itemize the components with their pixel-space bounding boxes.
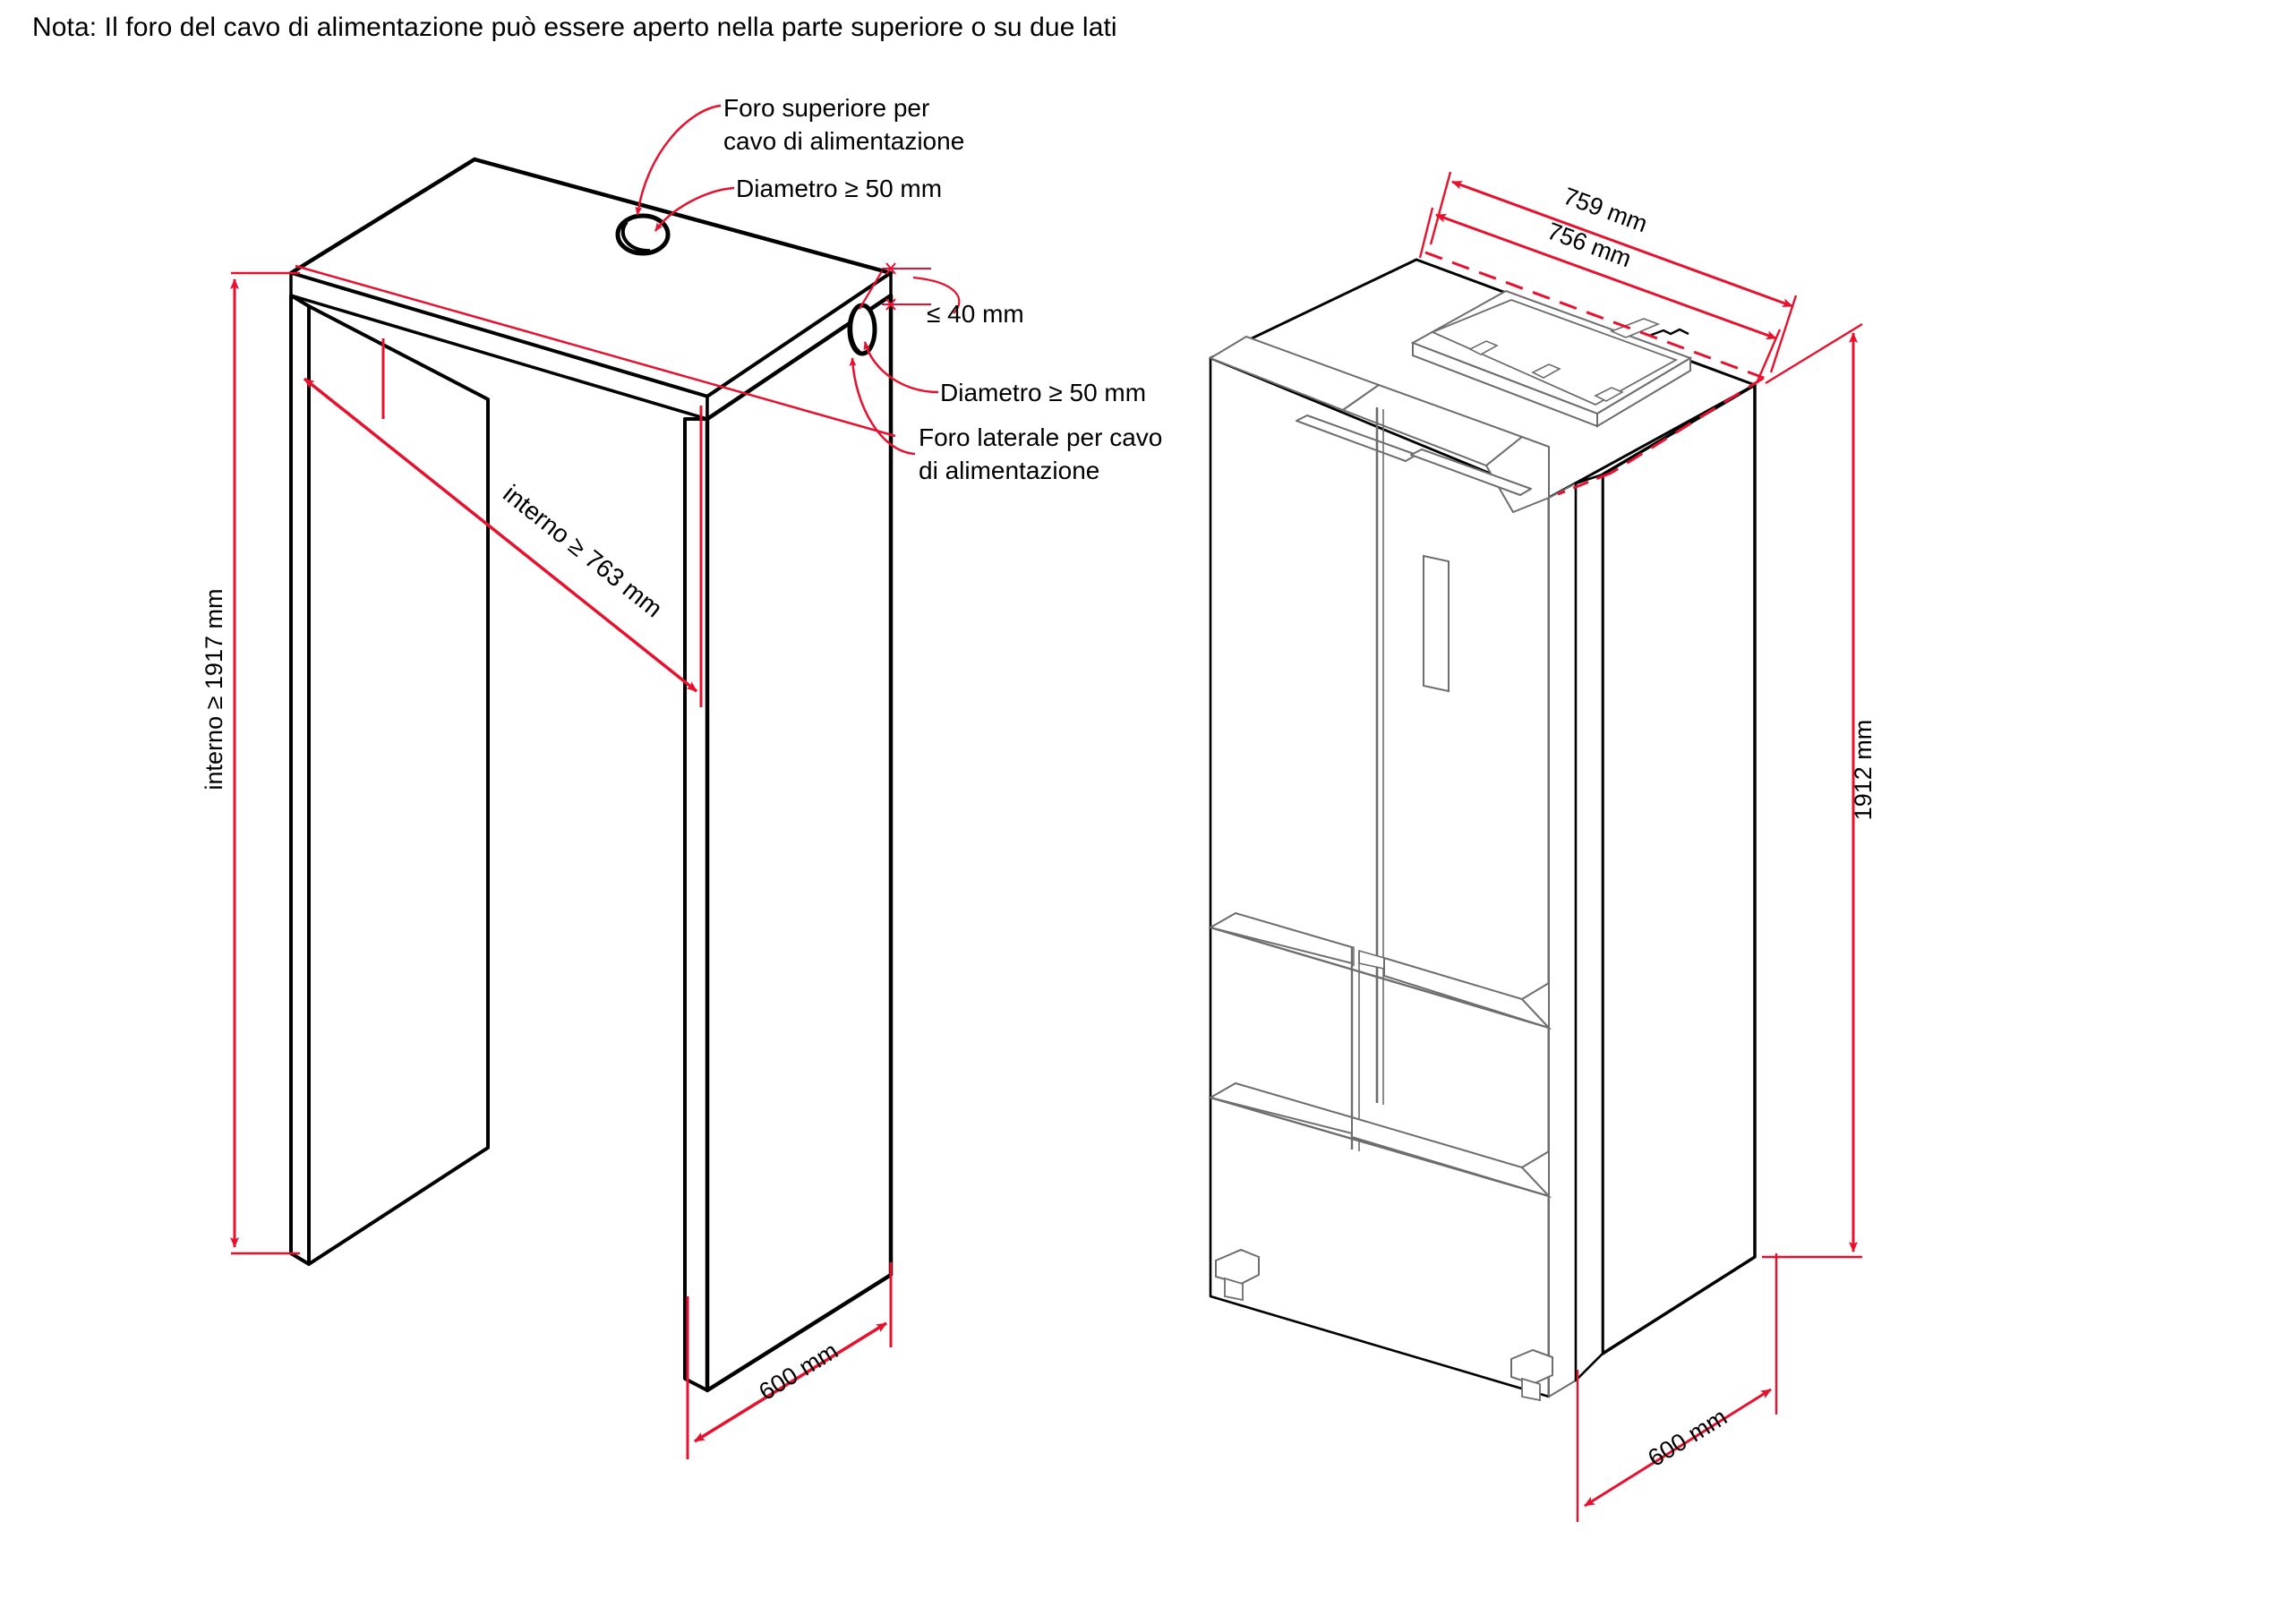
- right-refrigerator-drawing: 759 mm 756 mm 1912 mm 600 mm: [1208, 171, 1877, 1522]
- side-cable-hole-icon: [847, 303, 877, 356]
- callout-side-cable-hole: Foro laterale per cavo di alimentazione: [849, 357, 1162, 484]
- note-text: Nota: Il foro del cavo di alimentazione …: [32, 13, 1117, 42]
- niche-left-panel: [289, 294, 490, 1266]
- callout-side-hole-diameter: Diametro ≥ 50 mm: [863, 341, 1146, 406]
- callout-side-cable-hole-line2: di alimentazione: [919, 457, 1099, 484]
- dim-overall-width-label: 600 mm: [1643, 1403, 1732, 1472]
- fridge-drawer-upper: [1208, 911, 1552, 1151]
- top-cable-hole-icon: [615, 213, 671, 256]
- dim-overall-height: 1912 mm: [1762, 322, 1877, 1259]
- callout-side-hole-offset-label: ≤ 40 mm: [927, 300, 1024, 328]
- callout-top-cable-hole: Foro superiore per cavo di alimentazione: [635, 94, 964, 216]
- fridge-leveling-feet: [1215, 1248, 1553, 1402]
- left-niche-drawing: interno ≥ 1917 mm interno ≥ 763 mm 600 m…: [201, 94, 1162, 1459]
- callout-side-hole-offset: ≤ 40 mm: [859, 262, 1024, 328]
- fridge-control-display: [1423, 554, 1450, 693]
- callout-side-hole-diameter-label: Diametro ≥ 50 mm: [940, 379, 1146, 406]
- callout-top-cable-hole-line2: cavo di alimentazione: [723, 127, 964, 155]
- fridge-drawer-lower: [1208, 1081, 1552, 1199]
- dim-overall-height-label: 1912 mm: [1850, 720, 1877, 821]
- fridge-body: [1209, 258, 1757, 1398]
- fridge-door-top-caps: [1208, 335, 1550, 514]
- callout-top-hole-diameter: Diametro ≥ 50 mm: [654, 175, 942, 232]
- callout-top-cable-hole-line1: Foro superiore per: [723, 94, 929, 122]
- callout-top-hole-diameter-label: Diametro ≥ 50 mm: [736, 175, 942, 202]
- callout-side-cable-hole-line1: Foro laterale per cavo: [919, 423, 1162, 451]
- dim-interior-height: interno ≥ 1917 mm: [201, 271, 300, 1255]
- niche-right-panel: [683, 293, 894, 1393]
- fridge-upper-door-handles: [1296, 415, 1532, 496]
- dim-interior-height-label: interno ≥ 1917 mm: [201, 589, 227, 791]
